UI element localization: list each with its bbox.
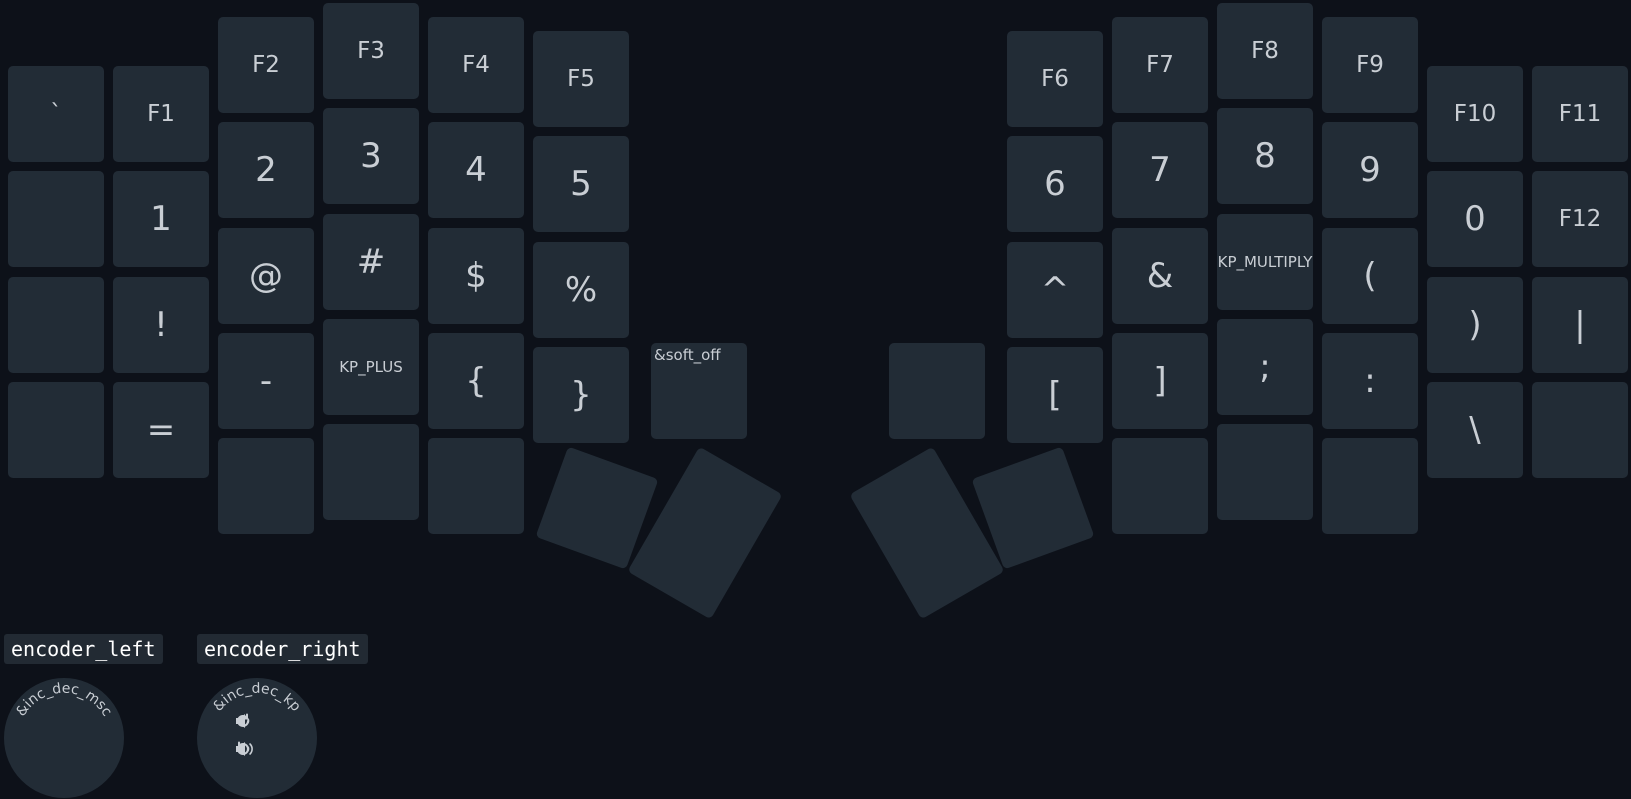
- key-right-r1-c0[interactable]: 6: [1007, 136, 1103, 232]
- key-left-r2-c3[interactable]: #: [323, 214, 419, 310]
- key-right-r0-c1[interactable]: F7: [1112, 17, 1208, 113]
- key-left-r0-c0[interactable]: `: [8, 66, 104, 162]
- key-right-r1-c2[interactable]: 8: [1217, 108, 1313, 204]
- svg-text:&inc_dec_kp: &inc_dec_kp: [210, 681, 304, 715]
- key-left-r2-c1[interactable]: !: [113, 277, 209, 373]
- key-left-r3-c3[interactable]: KP_PLUS: [323, 319, 419, 415]
- key-left-r1-c5[interactable]: 5: [533, 136, 629, 232]
- key-left-r3-c5[interactable]: }: [533, 347, 629, 443]
- encoder-left-binding: &inc_dec_msc: [13, 681, 115, 720]
- encoder-left-knob[interactable]: &inc_dec_msc: [4, 678, 124, 798]
- key-right-r1-c4[interactable]: 0: [1427, 171, 1523, 267]
- key-right-r4-c3[interactable]: [1322, 438, 1418, 534]
- key-right-r2-c5[interactable]: |: [1532, 277, 1628, 373]
- key-left-r1-c4[interactable]: 4: [428, 122, 524, 218]
- key-right-r0-c3[interactable]: F9: [1322, 17, 1418, 113]
- key-right-r3-c0[interactable]: [: [1007, 347, 1103, 443]
- key-left-r0-c1[interactable]: F1: [113, 66, 209, 162]
- key-right-r4-c2[interactable]: [1217, 424, 1313, 520]
- volume-down-icon: [236, 714, 250, 728]
- key-left-r3-c0[interactable]: [8, 382, 104, 478]
- key-left-inner[interactable]: &soft_off: [651, 343, 747, 439]
- key-left-r1-c3[interactable]: 3: [323, 108, 419, 204]
- key-right-r0-c4[interactable]: F10: [1427, 66, 1523, 162]
- key-right-r3-c1[interactable]: ]: [1112, 333, 1208, 429]
- encoder-right-knob[interactable]: &inc_dec_kp: [197, 678, 317, 798]
- key-right-r3-c5[interactable]: [1532, 382, 1628, 478]
- key-left-r3-c2[interactable]: -: [218, 333, 314, 429]
- key-left-r2-c5[interactable]: %: [533, 242, 629, 338]
- key-right-r2-c3[interactable]: (: [1322, 228, 1418, 324]
- key-left-r0-c5[interactable]: F5: [533, 31, 629, 127]
- key-right-r3-c3[interactable]: :: [1322, 333, 1418, 429]
- key-right-r0-c5[interactable]: F11: [1532, 66, 1628, 162]
- key-left-r3-c4[interactable]: {: [428, 333, 524, 429]
- key-right-r0-c0[interactable]: F6: [1007, 31, 1103, 127]
- key-right-r2-c4[interactable]: ): [1427, 277, 1523, 373]
- key-right-inner[interactable]: [889, 343, 985, 439]
- svg-text:&inc_dec_msc: &inc_dec_msc: [13, 681, 115, 720]
- key-left-r4-c4[interactable]: [428, 438, 524, 534]
- key-left-r2-c2[interactable]: @: [218, 228, 314, 324]
- thumb-key-left-2[interactable]: [627, 446, 783, 620]
- encoder-right-binding-arc: &inc_dec_kp: [210, 681, 304, 715]
- key-right-r1-c5[interactable]: F12: [1532, 171, 1628, 267]
- volume-up-icon: [236, 742, 253, 756]
- encoder-right-binding: &inc_dec_kp: [210, 681, 304, 715]
- key-right-r2-c1[interactable]: &: [1112, 228, 1208, 324]
- key-right-r3-c4[interactable]: \: [1427, 382, 1523, 478]
- key-right-r4-c1[interactable]: [1112, 438, 1208, 534]
- key-left-r4-c3[interactable]: [323, 424, 419, 520]
- encoder-right-label: encoder_right: [197, 634, 368, 664]
- key-right-r2-c2[interactable]: KP_MULTIPLY: [1217, 214, 1313, 310]
- key-left-r3-c1[interactable]: =: [113, 382, 209, 478]
- key-right-r3-c2[interactable]: ;: [1217, 319, 1313, 415]
- key-right-r1-c3[interactable]: 9: [1322, 122, 1418, 218]
- key-left-r1-c0[interactable]: [8, 171, 104, 267]
- key-right-r1-c1[interactable]: 7: [1112, 122, 1208, 218]
- key-left-r0-c2[interactable]: F2: [218, 17, 314, 113]
- key-left-r0-c4[interactable]: F4: [428, 17, 524, 113]
- key-left-r1-c2[interactable]: 2: [218, 122, 314, 218]
- thumb-key-right-2[interactable]: [849, 446, 1005, 620]
- encoder-left-binding-arc: &inc_dec_msc: [13, 681, 115, 720]
- encoder-left-label: encoder_left: [4, 634, 163, 664]
- key-right-r2-c0[interactable]: ^: [1007, 242, 1103, 338]
- key-left-r4-c2[interactable]: [218, 438, 314, 534]
- key-left-r1-c1[interactable]: 1: [113, 171, 209, 267]
- key-right-r0-c2[interactable]: F8: [1217, 3, 1313, 99]
- key-left-r0-c3[interactable]: F3: [323, 3, 419, 99]
- key-left-r2-c0[interactable]: [8, 277, 104, 373]
- key-left-r2-c4[interactable]: $: [428, 228, 524, 324]
